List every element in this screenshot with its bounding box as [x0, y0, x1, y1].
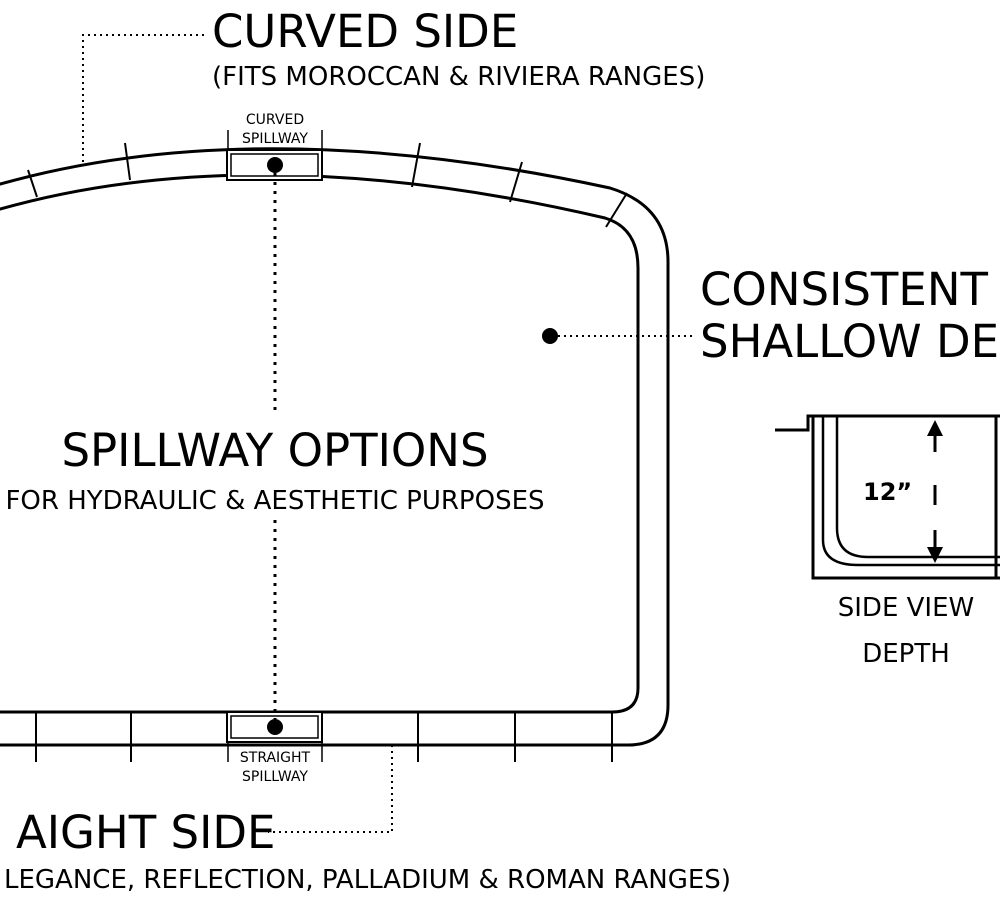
- side-view-label-1: SIDE VIEW: [838, 593, 974, 623]
- straight-spillway-label-1: STRAIGHT: [240, 750, 311, 766]
- depth-value-label: 12”: [863, 478, 912, 506]
- curved-side-leader: [82, 34, 205, 162]
- depth-arrow-up-icon: [927, 420, 943, 436]
- curved-side-title: CURVED SIDE: [212, 5, 518, 58]
- straight-side-leader: [268, 745, 393, 833]
- curved-spillway-label-2: SPILLWAY: [242, 131, 308, 147]
- straight-spillway: [226, 711, 323, 762]
- curved-spillway-dot: [267, 157, 283, 173]
- consistent-depth-title-2: SHALLOW DE: [700, 315, 999, 368]
- curved-coping-ticks: [27, 142, 628, 228]
- straight-coping-ticks: [35, 712, 613, 762]
- curved-side-subtitle: (FITS MOROCCAN & RIVIERA RANGES): [212, 62, 705, 92]
- pool-inner-outline: [0, 173, 640, 714]
- straight-side-subtitle: LEGANCE, REFLECTION, PALLADIUM & ROMAN R…: [4, 865, 731, 895]
- depth-callout-dot: [542, 328, 558, 344]
- pool-outer-outline: [0, 147, 670, 747]
- consistent-depth-title-1: CONSISTENT: [700, 263, 988, 316]
- depth-arrow-down-icon: [927, 547, 943, 563]
- straight-spillway-dot: [267, 719, 283, 735]
- spillway-options-title: SPILLWAY OPTIONS: [61, 424, 488, 477]
- straight-side-title: AIGHT SIDE: [16, 806, 275, 859]
- spillway-options-subtitle: FOR HYDRAULIC & AESTHETIC PURPOSES: [5, 486, 544, 516]
- side-view-depth-diagram: [775, 414, 1000, 580]
- side-view-label-2: DEPTH: [862, 639, 950, 669]
- curved-spillway-label-1: CURVED: [246, 112, 304, 128]
- straight-spillway-label-2: SPILLWAY: [242, 769, 308, 785]
